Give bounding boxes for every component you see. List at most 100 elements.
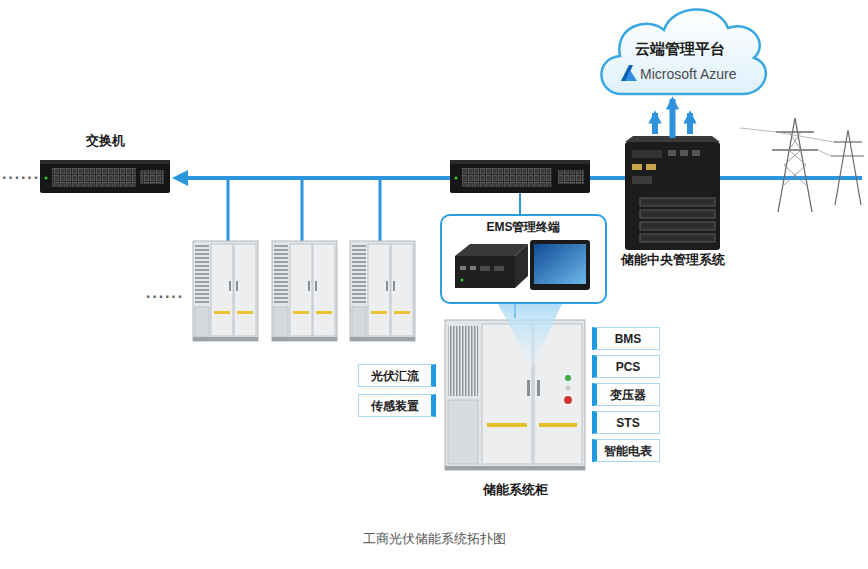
storage-cabinet xyxy=(445,320,585,470)
network-switch xyxy=(40,160,170,193)
power-towers xyxy=(776,131,814,132)
node-title: 传感装置 xyxy=(371,398,419,414)
network-switch xyxy=(40,160,170,193)
power-towers xyxy=(834,141,862,142)
cloud-shape xyxy=(601,9,765,94)
battery-cabinet xyxy=(193,241,258,341)
industrial-pc xyxy=(640,222,715,230)
industrial-pc xyxy=(640,234,715,242)
industrial-pc xyxy=(625,142,720,250)
ems-monitor xyxy=(530,240,590,290)
cloud-platform: 云端管理平台 Microsoft Azure xyxy=(605,38,755,96)
node-title: 光伏汇流 xyxy=(371,368,419,384)
power-towers xyxy=(740,128,776,132)
network-switch xyxy=(450,160,590,193)
industrial-pc xyxy=(668,150,676,156)
network-switch xyxy=(40,160,170,164)
storage-cabinet xyxy=(527,380,530,396)
ems-computer xyxy=(455,256,515,288)
ems-box-ground xyxy=(440,214,607,304)
network-switch xyxy=(450,160,590,193)
industrial-pc xyxy=(632,164,642,170)
ems-terminal-box: EMS管理终端 xyxy=(440,214,607,304)
power-towers xyxy=(776,132,834,142)
battery-cabinet xyxy=(350,241,415,341)
network-switch xyxy=(558,170,584,184)
network-bus xyxy=(227,178,230,241)
network-bus xyxy=(519,193,521,214)
node-title: BMS xyxy=(615,331,642,347)
network-switch xyxy=(52,168,136,187)
industrial-pc xyxy=(692,150,700,156)
azure-logo xyxy=(625,70,637,81)
storage-cabinet xyxy=(539,423,577,427)
network-switch xyxy=(462,168,552,187)
battery-cabinet xyxy=(193,241,415,341)
node-title: 云端管理平台 xyxy=(635,40,725,58)
power-towers xyxy=(835,130,861,205)
input-tag: 光伏汇流 xyxy=(358,364,436,387)
industrial-pc xyxy=(640,198,715,206)
upload-arrows xyxy=(652,113,658,134)
node-title: PCS xyxy=(616,359,641,375)
network-switch xyxy=(455,177,458,180)
industrial-pc xyxy=(646,164,656,170)
storage-cabinet xyxy=(566,386,571,391)
component-tag: STS xyxy=(592,411,660,434)
storage-cabinet xyxy=(448,400,478,464)
central-management-node: 储能中央管理系统 xyxy=(615,138,730,272)
battery-cabinet xyxy=(272,241,337,341)
upload-arrows xyxy=(687,113,693,134)
ems-computer xyxy=(461,279,464,282)
network-switch xyxy=(140,170,164,184)
network-switch xyxy=(450,160,590,164)
ems-computer xyxy=(460,266,466,270)
industrial-pc xyxy=(625,136,720,250)
ems-computer xyxy=(455,244,528,288)
component-tag: 变压器 xyxy=(592,383,660,406)
node-title: 储能中央管理系统 xyxy=(621,251,725,269)
figure-caption: 工商光伏储能系统拓扑图 xyxy=(0,530,868,548)
network-bus xyxy=(301,178,304,241)
industrial-pc xyxy=(640,210,715,218)
ems-computer xyxy=(470,266,476,270)
continuation-dots: ······ xyxy=(2,169,40,187)
light-beam xyxy=(498,304,562,368)
node-title: 交换机 xyxy=(86,132,125,150)
ems-computer xyxy=(494,266,504,271)
network-switch-node: 交换机 xyxy=(40,132,170,194)
power-towers xyxy=(784,132,806,185)
network-bus xyxy=(379,178,382,241)
power-towers xyxy=(772,149,818,150)
azure-logo xyxy=(621,65,637,81)
input-tag: 传感装置 xyxy=(358,394,436,417)
component-tag: BMS xyxy=(592,327,660,350)
industrial-pc xyxy=(680,150,688,156)
beam-link xyxy=(514,304,516,318)
node-title: STS xyxy=(616,415,639,431)
storage-cabinet xyxy=(448,326,478,396)
node-title: 储能系统柜 xyxy=(483,481,548,499)
node-title: 智能电表 xyxy=(604,443,652,459)
network-bus xyxy=(172,170,188,186)
network-switch xyxy=(45,177,48,180)
cloud-shape xyxy=(601,9,765,94)
ems-monitor xyxy=(534,244,586,284)
component-tag: 智能电表 xyxy=(592,439,660,462)
storage-cabinet xyxy=(487,423,527,427)
light-beam xyxy=(498,304,562,368)
component-tag: PCS xyxy=(592,355,660,378)
power-towers xyxy=(818,150,831,156)
upload-arrow xyxy=(670,99,676,138)
power-towers xyxy=(740,118,864,212)
ems-monitor xyxy=(530,240,590,290)
node-title: EMS管理终端 xyxy=(486,219,560,235)
storage-cabinet xyxy=(565,375,571,381)
storage-cabinet-node: 储能系统柜 xyxy=(445,318,585,502)
ems-box-ground xyxy=(440,214,607,304)
storage-cabinet xyxy=(445,466,585,470)
node-subtitle: Microsoft Azure xyxy=(640,66,736,82)
